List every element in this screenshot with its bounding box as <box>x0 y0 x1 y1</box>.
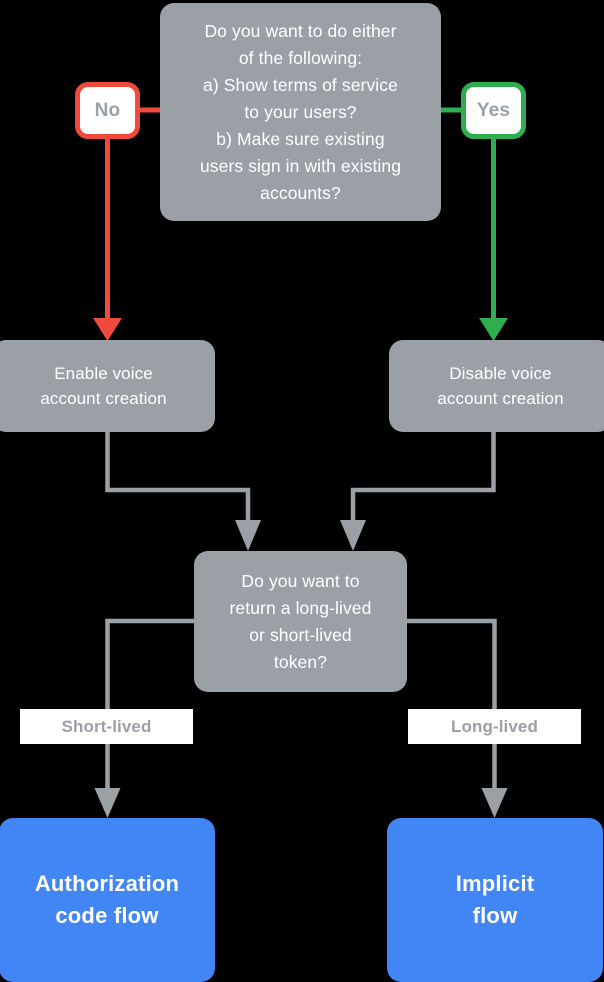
terminal-node-implicit-flow[interactable]: Implicit flow <box>387 818 603 982</box>
badge-no[interactable]: No <box>75 82 140 139</box>
enable-box-text: Enable voice account creation <box>40 364 167 408</box>
edge-enable-to-token <box>105 432 251 522</box>
disable-box-text: Disable voice account creation <box>437 364 564 408</box>
arrowhead-token-to-auth-flow <box>94 788 121 818</box>
decision-node-token-lifetime[interactable]: Do you want to return a long-lived or sh… <box>194 551 407 692</box>
edge-label-long-lived[interactable]: Long-lived <box>408 709 581 744</box>
badge-yes[interactable]: Yes <box>461 82 526 139</box>
arrowhead-enable-to-token <box>235 520 261 551</box>
edge-label-short-lived[interactable]: Short-lived <box>20 709 193 744</box>
edge-token-to-auth-flow <box>105 618 194 790</box>
arrowhead-token-to-implicit-flow <box>481 788 508 818</box>
edge-label-long-lived-text: Long-lived <box>451 716 538 736</box>
arrowhead-yes-to-disable <box>479 318 508 341</box>
badge-yes-label: Yes <box>476 99 511 121</box>
edge-token-to-implicit-flow <box>407 618 497 790</box>
decision-node-terms-or-existing-accounts[interactable]: Do you want to do either of the followin… <box>160 3 441 221</box>
terminal-node-authorization-code-flow[interactable]: Authorization code flow <box>0 818 215 982</box>
implicit-flow-text: Implicit flow <box>455 871 535 928</box>
badge-no-label: No <box>94 99 121 121</box>
process-node-enable-voice-account-creation[interactable]: Enable voice account creation <box>0 340 215 432</box>
arrowhead-no-to-enable <box>93 318 122 341</box>
edge-label-short-lived-text: Short-lived <box>61 716 152 736</box>
auth-flow-text: Authorization code flow <box>34 871 180 928</box>
decision-node-token-text: Do you want to return a long-lived or sh… <box>229 570 372 672</box>
edge-disable-to-token <box>350 432 496 522</box>
decision-node-terms-text: Do you want to do either of the followin… <box>199 20 402 203</box>
arrowhead-disable-to-token <box>340 520 366 551</box>
process-node-disable-voice-account-creation[interactable]: Disable voice account creation <box>389 340 604 432</box>
